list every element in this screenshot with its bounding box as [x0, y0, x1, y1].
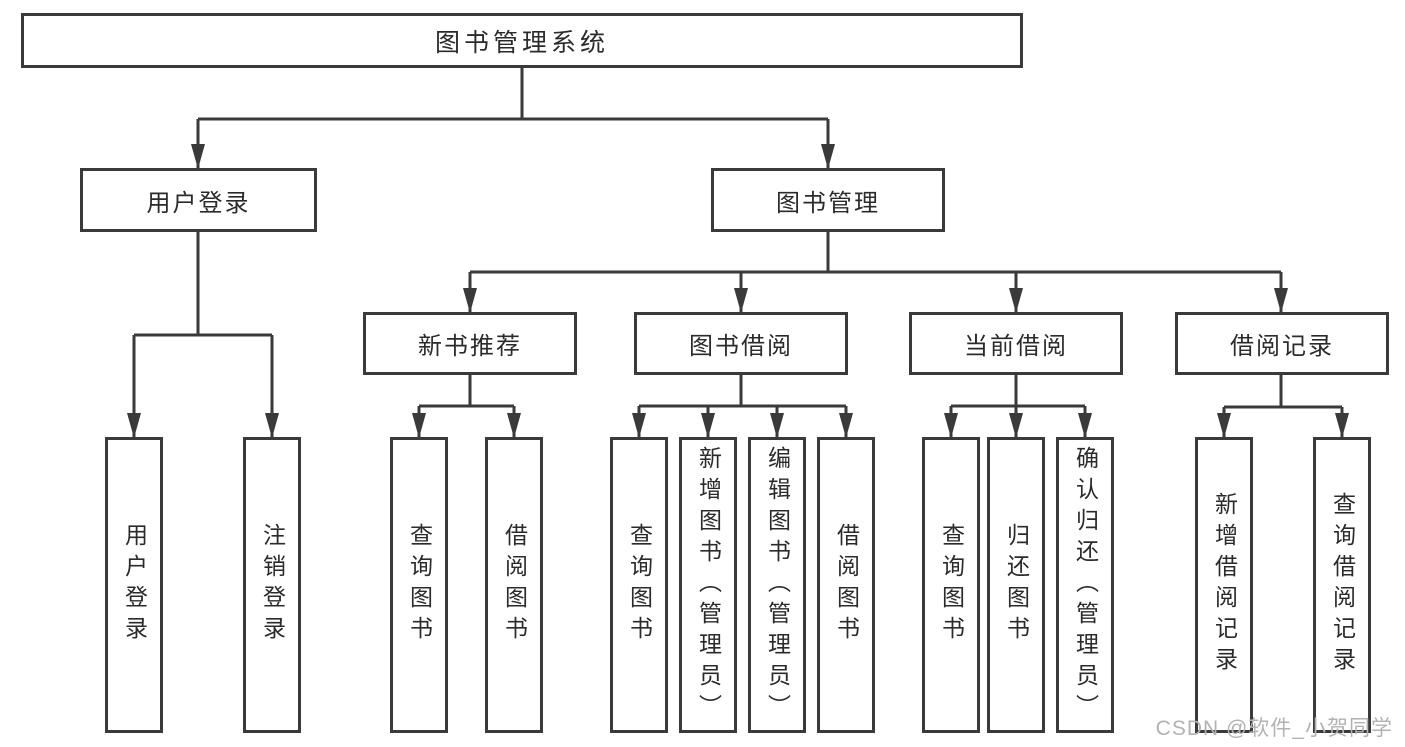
leaf-query-books-recommend: 查询图书: [390, 437, 448, 733]
leaf-query-books-current: 查询图书: [922, 437, 980, 733]
node-user-login: 用户登录: [80, 168, 317, 232]
leaf-label: 注销登录: [259, 523, 286, 647]
leaf-label: 查询图书: [938, 523, 965, 647]
leaf-query-borrow-record: 查询借阅记录: [1313, 437, 1371, 733]
node-label: 图书管理系统: [434, 28, 609, 57]
leaf-borrow-books: 借阅图书: [817, 437, 875, 733]
node-book-borrowing: 图书借阅: [634, 312, 848, 375]
node-label: 借阅记录: [1230, 333, 1334, 360]
leaf-label: 新增图书（管理员）: [695, 445, 722, 725]
node-current-borrowing: 当前借阅: [909, 312, 1123, 375]
node-label: 新书推荐: [418, 333, 522, 360]
leaf-label: 借阅图书: [501, 523, 528, 647]
leaf-confirm-return-admin: 确认归还（管理员）: [1056, 437, 1114, 733]
leaf-query-books-borrow: 查询图书: [610, 437, 668, 733]
node-label: 图书管理: [776, 189, 880, 217]
node-library-management-system: 图书管理系统: [21, 13, 1023, 68]
leaf-label: 查询借阅记录: [1329, 492, 1356, 678]
leaf-label: 归还图书: [1003, 523, 1030, 647]
arrowheads: [127, 119, 1349, 438]
leaf-label: 查询图书: [406, 523, 433, 647]
node-label: 图书借阅: [689, 333, 793, 360]
leaf-label: 借阅图书: [833, 523, 860, 647]
leaf-label: 查询图书: [626, 523, 653, 647]
node-book-management: 图书管理: [711, 168, 945, 232]
leaf-add-borrow-record: 新增借阅记录: [1195, 437, 1253, 733]
leaf-label: 编辑图书（管理员）: [764, 445, 791, 725]
csdn-watermark: CSDN @软件_小贺同学: [1155, 717, 1393, 740]
tree-branch-lines: [134, 68, 1342, 409]
leaf-edit-books-admin: 编辑图书（管理员）: [748, 437, 806, 733]
leaf-borrow-books-recommend: 借阅图书: [485, 437, 543, 733]
node-new-book-recommendation: 新书推荐: [363, 312, 577, 375]
leaf-user-login: 用户登录: [105, 437, 163, 733]
leaf-add-books-admin: 新增图书（管理员）: [679, 437, 737, 733]
leaf-return-books: 归还图书: [987, 437, 1045, 733]
node-label: 用户登录: [146, 189, 251, 217]
leaf-label: 新增借阅记录: [1211, 492, 1238, 678]
leaf-label: 用户登录: [121, 523, 148, 647]
node-borrowing-records: 借阅记录: [1175, 312, 1389, 375]
node-label: 当前借阅: [964, 333, 1068, 360]
leaf-label: 确认归还（管理员）: [1072, 445, 1099, 725]
leaf-logout: 注销登录: [243, 437, 301, 733]
